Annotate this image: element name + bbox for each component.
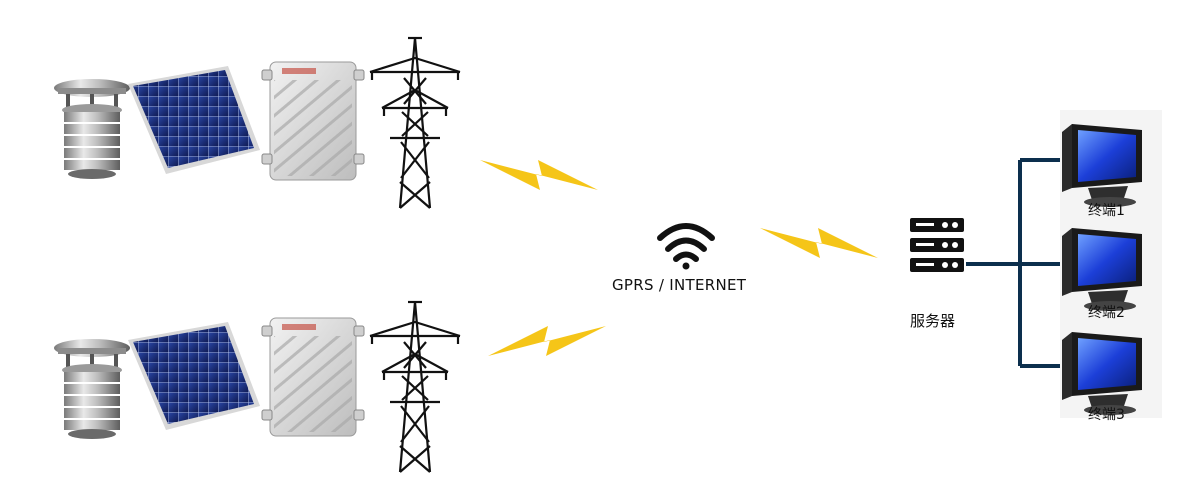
- solar-panel-icon: [128, 322, 260, 430]
- power-tower-icon: [368, 300, 462, 474]
- solar-panel-icon: [128, 66, 260, 174]
- weather-sensor-icon: [54, 339, 130, 439]
- terminal-label-1: 终端1: [1088, 203, 1125, 219]
- data-logger-icon: [261, 61, 365, 181]
- station-1: [54, 36, 462, 210]
- power-tower-icon: [368, 36, 462, 210]
- terminal-label-3: 终端3: [1088, 407, 1125, 423]
- terminal-label-2: 终端2: [1088, 305, 1125, 321]
- station-2: [54, 300, 462, 474]
- network-label: GPRS / INTERNET: [612, 276, 747, 294]
- server-rack-icon: [910, 218, 964, 272]
- server-label: 服务器: [910, 312, 956, 330]
- server-terminal-connector: [966, 158, 1064, 368]
- weather-sensor-icon: [54, 79, 130, 179]
- lightning-bolt-icon: [488, 326, 606, 356]
- lightning-bolt-icon: [480, 160, 598, 190]
- wifi-icon: [657, 223, 715, 270]
- lightning-bolt-icon: [760, 228, 878, 258]
- data-logger-icon: [261, 317, 365, 437]
